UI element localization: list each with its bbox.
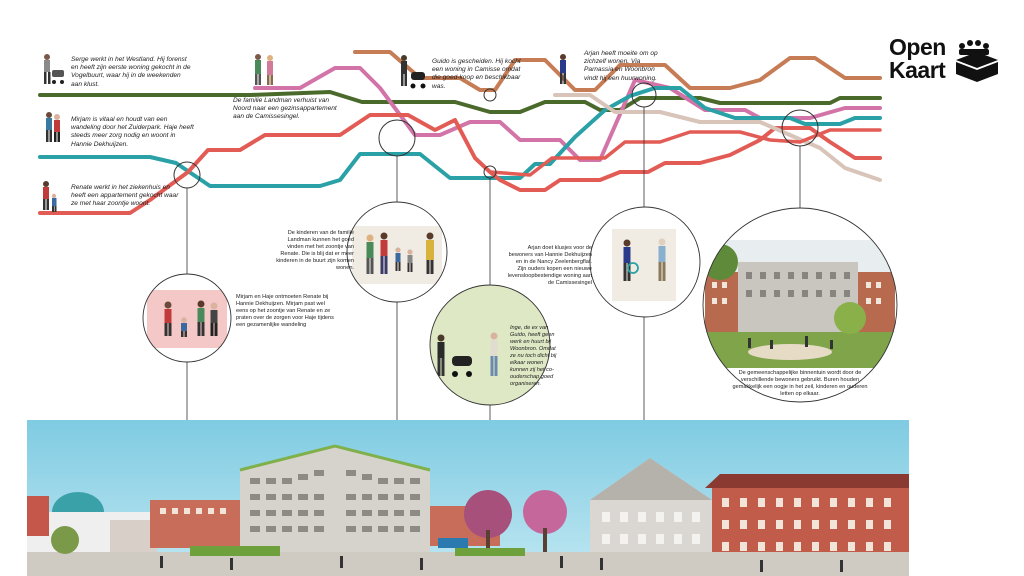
tree [834, 302, 866, 334]
streetscape [27, 420, 909, 576]
line-guido [353, 50, 882, 92]
tree [51, 526, 79, 554]
brand-wordmark: Open Kaart [889, 36, 946, 82]
dome [52, 492, 104, 512]
people-illustration [623, 238, 666, 281]
people-illustration [437, 332, 498, 377]
life-lines [38, 50, 882, 215]
meeting-circle-2 [346, 201, 448, 303]
lawn [190, 546, 280, 556]
brand-line-1: Open [889, 34, 946, 60]
story-arjan: Arjan heeft moeite om op zichzelf wonen.… [584, 50, 658, 82]
person-arjan-illustration [560, 54, 566, 84]
people-illustration [366, 232, 434, 274]
pond [438, 538, 468, 548]
line-landman [253, 66, 882, 162]
people-illustration [164, 300, 218, 337]
meeting-circle-5 [702, 207, 898, 403]
line-arjan [553, 93, 882, 182]
meeting-text-1: Mirjam en Haje ontmoeten Renate bij Hann… [236, 294, 334, 328]
story-serge: Serge werkt in het Westland. Hij forenst… [71, 56, 191, 88]
open-kaart-logo [956, 40, 998, 82]
story-guido: Guido is gescheiden. Hij kocht een wonin… [432, 58, 521, 90]
people-group-icon [956, 40, 998, 82]
meeting-circle-1 [142, 273, 232, 363]
line-red-lower [488, 128, 882, 177]
brand-line-2: Kaart [889, 57, 946, 83]
meeting-text-3: Inge, de ex van Guido, heeft geen werk e… [510, 325, 557, 387]
person-guido-illustration [401, 55, 426, 89]
person-landman-illustration [255, 54, 273, 85]
meeting-circle-4 [589, 206, 701, 318]
junction-ring [378, 119, 416, 157]
lawn [455, 548, 525, 556]
line-mirjam [38, 86, 882, 188]
meeting-text-2: De kinderen van de familie Landman kunne… [276, 230, 354, 271]
meeting-circle-3 [429, 284, 551, 406]
story-landman: De familie Landman verhuist van Noord na… [233, 97, 337, 121]
person-mirjam-illustration [46, 112, 60, 142]
meeting-text-4: Arjan doet klusjes voor de bewoners van … [507, 245, 592, 286]
line-serge [38, 90, 882, 114]
person-renate-illustration [43, 181, 57, 212]
courtyard-path [748, 344, 832, 360]
story-mirjam: Mirjam is vitaal en houdt van een wandel… [71, 116, 194, 148]
junction-ring [483, 88, 497, 102]
meeting-text-5: De gemeenschappelijke binnentuin wordt d… [732, 370, 868, 397]
story-renate: Renate werkt in het ziekenhuis en heeft … [71, 184, 179, 208]
person-serge-illustration [44, 54, 64, 84]
blossom-tree [464, 490, 512, 538]
blossom-tree [523, 490, 567, 534]
